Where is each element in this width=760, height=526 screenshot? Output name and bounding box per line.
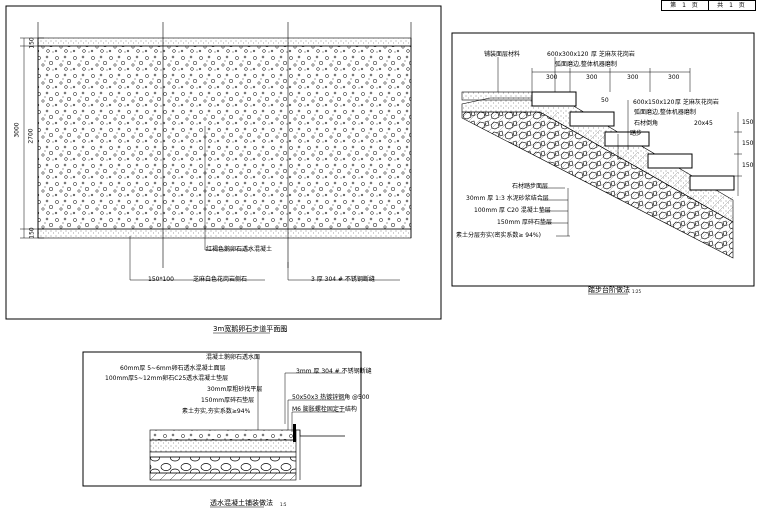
section-drawing <box>82 351 362 487</box>
section-layer-3: 100mm厚5~12mm卵石C25透水混凝土垫层 <box>105 375 229 382</box>
section-scale: 1:5 <box>280 502 287 507</box>
section-layer-2: 60mm厚 5~6mm卵石透水混凝土面层 <box>120 365 226 372</box>
steps-label-chamfer: 石材倒角 <box>634 120 659 127</box>
plan-title: 3m宽鹅卵石步道平面图 <box>213 325 288 333</box>
steps-dim-300-1: 300 <box>546 74 558 81</box>
plan-dim-mid: 2700 <box>27 128 35 144</box>
steps-drawing <box>451 32 755 287</box>
sheet-page-label: 第 1 页 <box>670 2 700 9</box>
section-layer-5: 150mm厚碎石垫层 <box>201 397 255 404</box>
steps-layer-2: 30mm 厚 1:3 水泥砂浆结合层 <box>466 195 549 202</box>
steps-label-edge: 弧面磨边,整体机器磨制 <box>555 61 617 68</box>
plan-note-curb: 芝麻白色花岗岩侧石 <box>193 276 248 283</box>
plan-note-steel: 3 厚 304 # 不锈钢断缝 <box>311 276 375 283</box>
plan-note-curb-size: 150*100 <box>148 276 174 283</box>
steps-label-chamfer-dim: 20x45 <box>694 120 713 127</box>
steps-dim-300-4: 300 <box>668 74 680 81</box>
sheet-total-label: 共 1 页 <box>717 2 747 9</box>
steps-layer-5: 素土分层夯实(密实系数≥ 94%) <box>456 232 541 239</box>
section-note-bolt: M6 膨胀螺栓固定于结构 <box>292 406 357 413</box>
section-layer-4: 30mm厚粗砂找平层 <box>207 386 263 393</box>
steps-label-tread: 600x300x120 <box>547 51 589 58</box>
plan-scale: 1:75 <box>278 328 287 333</box>
steps-layer-4: 150mm 厚碎石垫层 <box>497 219 553 226</box>
steps-dim-300-3: 300 <box>627 74 639 81</box>
plan-drawing <box>5 5 442 320</box>
steps-layer-3: 100mm 厚 C20 混凝土垫层 <box>474 207 551 214</box>
plan-dim-bottom: 150 <box>28 227 36 239</box>
steps-label-outer: 铺装面层材料 <box>484 51 521 58</box>
steps-dim-150b: 150 <box>742 140 754 147</box>
steps-label-tread2: 厚 芝麻灰花岗岩 <box>591 51 635 58</box>
steps-dim-150c: 150 <box>742 162 754 169</box>
sheet-total-pages: 共 1 页 <box>708 0 756 11</box>
steps-label-edge2: 弧面磨边,整体机器磨制 <box>634 109 696 116</box>
section-note-curb: 50x50x3 热镀锌钢角 @500 <box>292 394 370 401</box>
steps-dim-150a: 150 <box>742 119 754 126</box>
steps-title: 踏步台阶做法 <box>588 286 630 294</box>
steps-dim-50: 50 <box>601 97 609 104</box>
steps-scale: 1:25 <box>632 289 641 294</box>
plan-dim-top: 150 <box>28 37 36 49</box>
section-note-steel: 3mm 厚 304 # 不锈钢断缝 <box>296 368 372 375</box>
steps-layer-1: 石材踏步面层 <box>512 183 549 190</box>
steps-label-riser: 600x150x120 <box>633 99 675 106</box>
plan-dim-total: 3000 <box>13 122 21 138</box>
plan-note-pebble: 红褐色鹅卵石透水混凝土 <box>206 246 273 253</box>
steps-label-riser2: 厚 芝麻灰花岗岩 <box>675 99 719 106</box>
steps-label-step: 踏步 <box>630 130 643 137</box>
section-layer-1: 混凝土鹅卵石透水面 <box>206 354 261 361</box>
section-layer-6: 素土夯实,夯实系数≥94% <box>182 408 251 415</box>
steps-dim-300-2: 300 <box>586 74 598 81</box>
section-title: 透水混凝土铺装做法 <box>210 499 273 507</box>
